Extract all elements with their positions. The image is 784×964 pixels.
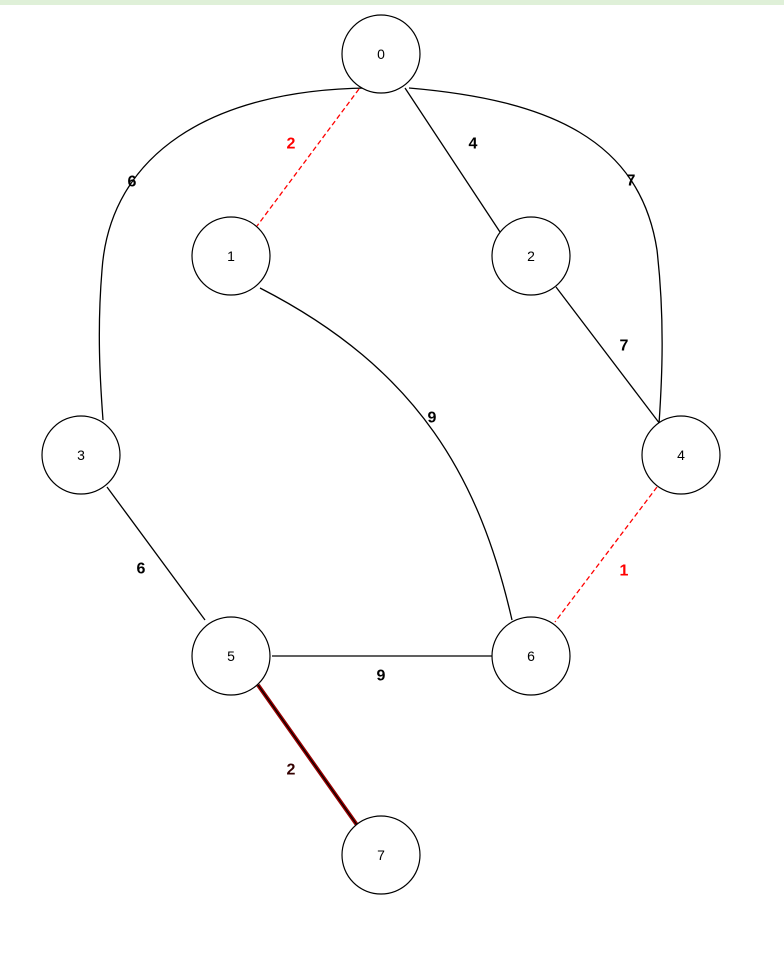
edge-0-4	[408, 87, 663, 425]
edge-1-6	[259, 287, 513, 621]
edge-weights-layer: 2 4 6 7 9 7 6 1 9 2	[128, 136, 636, 779]
edge-weight-5-7: 2	[287, 762, 296, 779]
node-label-4: 4	[677, 447, 685, 463]
edge-weight-4-6: 1	[620, 563, 629, 580]
edge-0-3	[98, 87, 368, 421]
node-label-2: 2	[527, 248, 535, 264]
node-4: 4	[641, 415, 721, 495]
node-label-7: 7	[377, 847, 385, 863]
node-label-3: 3	[77, 447, 85, 463]
edge-weight-5-6: 9	[377, 668, 386, 685]
nodes-layer: 0 1 2 3 4 5 6 7	[41, 14, 721, 895]
node-circle-2	[491, 216, 571, 296]
edges-layer	[98, 87, 663, 827]
node-6: 6	[491, 616, 571, 696]
node-label-5: 5	[227, 648, 235, 664]
edge-weight-2-4: 7	[620, 338, 629, 355]
node-circle-5	[191, 616, 271, 696]
edge-0-2	[404, 87, 501, 233]
node-circle-0	[341, 14, 421, 94]
node-circle-3	[41, 415, 121, 495]
node-circle-6	[491, 616, 571, 696]
edge-weight-0-1: 2	[287, 136, 296, 153]
node-1: 1	[191, 216, 271, 296]
node-2: 2	[491, 216, 571, 296]
node-3: 3	[41, 415, 121, 495]
node-circle-7	[341, 815, 421, 895]
node-circle-4	[641, 415, 721, 495]
node-label-6: 6	[527, 648, 535, 664]
node-label-0: 0	[377, 46, 385, 62]
edge-weight-0-4: 7	[627, 173, 636, 190]
edge-weight-1-6: 9	[428, 410, 437, 427]
top-accent-strip	[0, 0, 784, 5]
node-label-1: 1	[227, 248, 235, 264]
node-circle-1	[191, 216, 271, 296]
edge-weight-0-2: 4	[469, 136, 478, 153]
edge-3-5	[106, 486, 206, 621]
edge-0-1	[256, 88, 360, 227]
edge-5-7-core	[257, 684, 358, 826]
node-7: 7	[341, 815, 421, 895]
edge-2-4	[555, 286, 661, 425]
node-5: 5	[191, 616, 271, 696]
node-0: 0	[341, 14, 421, 94]
edge-weight-3-5: 6	[137, 561, 146, 578]
edge-weight-0-3: 6	[128, 174, 137, 191]
edge-4-6	[554, 486, 658, 623]
